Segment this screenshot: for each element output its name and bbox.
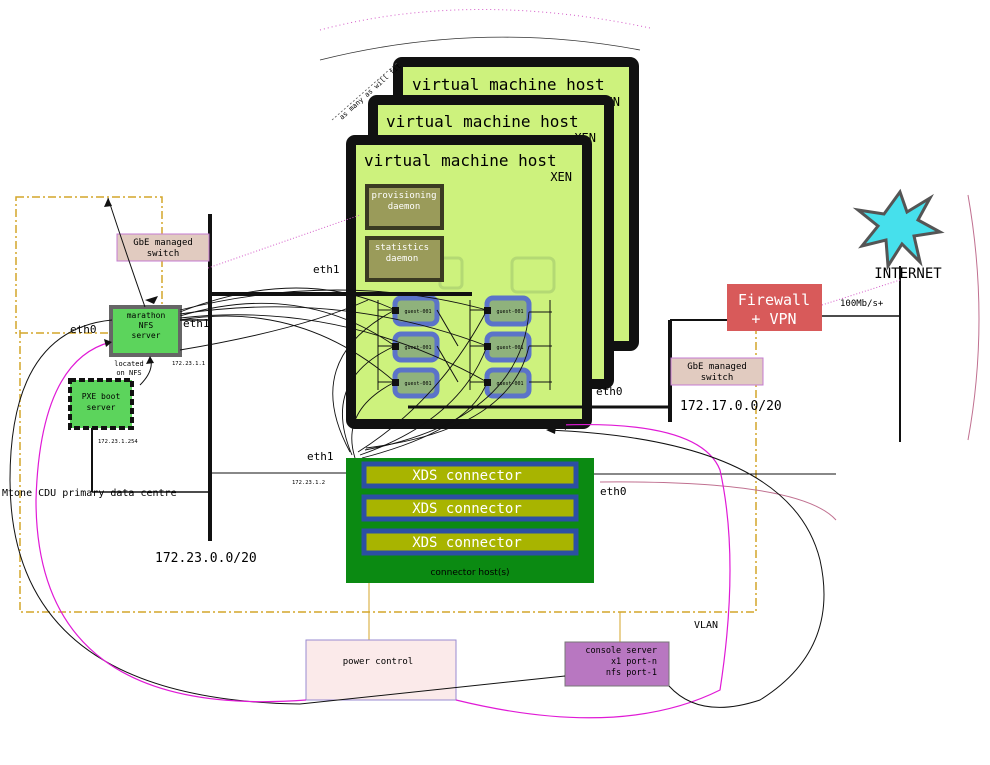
switch-left-label: GbE managed — [133, 238, 193, 248]
vm-host-front-subtitle: XEN — [550, 170, 572, 184]
arrow-head — [104, 198, 112, 207]
vlan-boundary — [19, 330, 757, 613]
xds-connector-label: XDS connector — [412, 468, 522, 484]
console-cable-magenta — [35, 341, 307, 703]
vm-internal-wiring — [377, 300, 552, 390]
pxe-label: PXE boot — [82, 392, 121, 401]
console-server-label: nfs port-1 — [606, 668, 657, 678]
internal-network-label: 172.23.0.0/20 — [155, 551, 257, 566]
console-server-box — [564, 641, 670, 687]
datacentre-label: Mtone CDU primary data centre — [2, 488, 177, 499]
arrow-head — [104, 339, 112, 347]
located-note: located — [114, 360, 144, 368]
guest-xds-wiring — [332, 309, 530, 459]
guest-label: guest-001 — [404, 345, 431, 351]
console-cable-magenta-right — [455, 423, 731, 719]
pxe-label: server — [87, 403, 116, 412]
provisioning-daemon-label: provisioning — [371, 191, 436, 201]
vm-host-front-title: virtual machine host — [364, 151, 557, 170]
vm-host-front: virtual machine host XEN provisioning da… — [346, 135, 592, 429]
provisioning-daemon-label: daemon — [388, 202, 421, 212]
marathon-label: marathon — [127, 311, 166, 320]
statistics-daemon-label: statistics — [375, 243, 429, 253]
eth0-label-xds: eth0 — [600, 485, 627, 498]
right-edge-arc — [967, 194, 980, 441]
switch-left-box — [116, 233, 210, 262]
vm-host-middle-title: virtual machine host — [386, 112, 579, 131]
annotation-leader — [331, 61, 399, 121]
xds-connector-label: XDS connector — [412, 535, 522, 551]
xds-connector — [361, 528, 579, 556]
xds-ip: 172.23.1.2 — [292, 480, 325, 486]
firewall-label: + VPN — [751, 310, 796, 328]
marathon-nfs-box — [109, 305, 182, 357]
eth1-guest-wiring — [179, 287, 488, 383]
guest-vm: guest-001 — [392, 295, 440, 327]
eth0-label-vm: eth0 — [596, 385, 623, 398]
arrow-head — [558, 420, 566, 430]
console-server-label: x1 port-n — [611, 657, 657, 667]
guest-label: guest-001 — [496, 345, 523, 351]
firewall-box — [727, 284, 822, 331]
console-cable-black-right — [547, 429, 825, 708]
power-control-label: power control — [343, 657, 413, 667]
switch-right-label: GbE managed — [687, 362, 747, 372]
xds-connector-label: XDS connector — [412, 501, 522, 517]
located-note: on NFS — [116, 369, 141, 377]
vlan-inner-boundary — [15, 196, 163, 334]
switch-right-label: switch — [701, 373, 734, 383]
marathon-label: server — [132, 331, 161, 340]
guest-label: guest-001 — [404, 309, 431, 315]
internet-cloud-icon — [852, 188, 945, 271]
guest-label: guest-001 — [496, 381, 523, 387]
marathon-ip: 172.23.1.1 — [172, 361, 205, 367]
guest-vm: guest-001 — [484, 331, 532, 363]
xds-connector — [361, 494, 579, 522]
firewall-label: Firewall — [738, 291, 810, 309]
vm-host-back-title: virtual machine host — [412, 75, 605, 94]
arrow-head — [145, 296, 158, 304]
ghost-box — [510, 256, 556, 294]
external-network-label: 172.17.0.0/20 — [680, 399, 782, 414]
xds-connector — [361, 461, 579, 489]
eth1-label-xds: eth1 — [307, 450, 334, 463]
eth0-label-marathon: eth0 — [70, 323, 97, 336]
guest-vm: guest-001 — [484, 295, 532, 327]
top-thin-arc — [319, 36, 641, 61]
eth1-label-vm: eth1 — [313, 263, 340, 276]
xds-decor-arc — [599, 481, 837, 521]
arrow-head — [146, 356, 154, 364]
top-dotted-arc — [319, 9, 651, 31]
switch-left-label: switch — [147, 249, 180, 259]
marathon-label: NFS — [139, 321, 154, 330]
console-cable-black — [9, 319, 566, 705]
provisioning-daemon-box — [365, 184, 444, 230]
uplink-speed: 100Mb/s+ — [840, 299, 884, 309]
statistics-daemon-box — [365, 236, 444, 282]
guest-label: guest-001 — [404, 381, 431, 387]
statistics-daemon-label: daemon — [386, 254, 419, 264]
marathon-arrow-up — [107, 197, 146, 308]
pxe-ip: 172.23.1.254 — [98, 439, 138, 445]
console-server-label: console server — [585, 646, 657, 656]
internet-label: INTERNET — [874, 266, 942, 282]
vlan-label: VLAN — [694, 620, 718, 631]
switch-dotted-link — [207, 214, 361, 269]
guest-vm: guest-001 — [484, 367, 532, 399]
connector-host-label: connector host(s) — [430, 568, 509, 578]
guest-vm: guest-001 — [392, 367, 440, 399]
pxe-boot-box — [68, 378, 134, 430]
guest-label: guest-001 — [496, 309, 523, 315]
power-control-box — [305, 639, 457, 701]
guest-vm: guest-001 — [392, 331, 440, 363]
switch-right-box — [670, 357, 764, 386]
arrow-head — [546, 426, 556, 434]
